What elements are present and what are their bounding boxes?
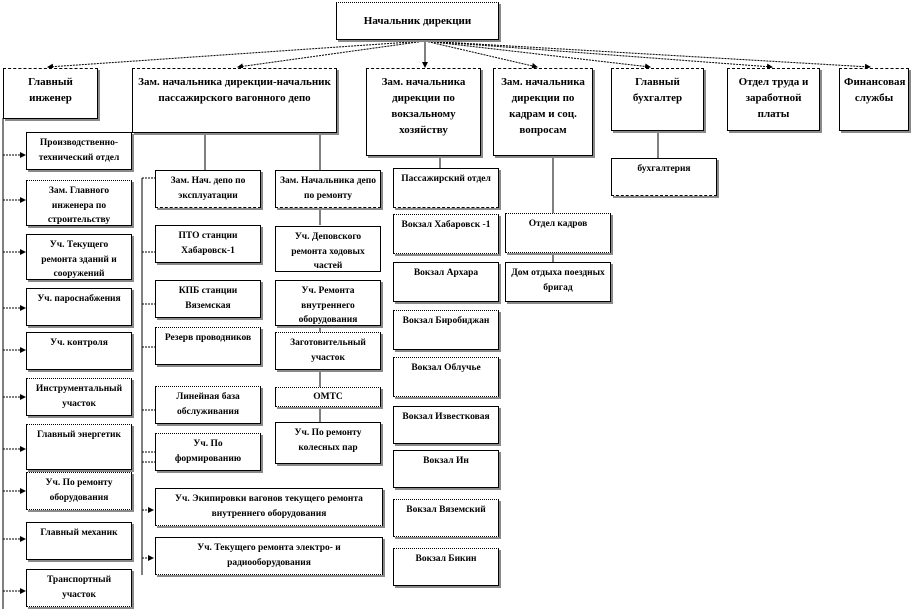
- unit-label: Вокзал Бикин: [415, 554, 477, 564]
- root-box: Начальник дирекции: [336, 2, 499, 40]
- unit-label: Производственно-технический отдел: [38, 138, 120, 163]
- level1-box-labor: Отдел труда и заработной платы: [727, 68, 820, 131]
- level1-label: Зам. начальника дирекции по кадрам и соц…: [501, 76, 585, 136]
- depot-repair-head-box: Зам. Начальника депо по ремонту: [275, 170, 381, 208]
- unit-label: Пассажирский отдел: [401, 174, 491, 184]
- unit-label: ПТО станции Хабаровск-1: [178, 231, 238, 256]
- level1-box-accountant: Главный бухгалтер: [611, 68, 704, 131]
- level1-box-chief-engineer: Главный инженер: [3, 68, 98, 119]
- unit-label: ОМТС: [313, 392, 343, 402]
- depot-ops-head-box: Зам. Нач. депо по эксплуатации: [155, 170, 261, 208]
- connector-root-finance: [424, 40, 871, 70]
- level1-label: Зам. начальника дирекции-начальник пасса…: [138, 76, 331, 104]
- station-box: Вокзал Известковая: [393, 406, 499, 444]
- personnel-box: Отдел кадров: [505, 213, 611, 253]
- accounting-box: бухгалтерия: [611, 158, 717, 196]
- unit-label: Уч. По ремонту оборудования: [45, 478, 113, 503]
- unit-label: Уч. Деповского ремонта ходовых частей: [291, 232, 365, 272]
- level1-box-personnel: Зам. начальника дирекции по кадрам и соц…: [493, 68, 593, 156]
- level1-label: Главный инженер: [28, 76, 73, 104]
- unit-label: Заготовительный участок: [290, 338, 366, 363]
- connector-root-accounting: [424, 40, 651, 70]
- unit-label: Уч. пароснабжения: [37, 294, 121, 304]
- station-box: Вокзал Биробиджан: [393, 310, 499, 350]
- unit-box: Главный механик: [26, 522, 132, 560]
- unit-label: Уч. По формированию: [174, 439, 242, 464]
- unit-box: Линейная база обслуживания: [155, 386, 261, 424]
- unit-label: Вокзал Ин: [423, 456, 469, 466]
- station-box: Пассажирский отдел: [393, 168, 499, 208]
- unit-box: Уч. Деповского ремонта ходовых частей: [275, 226, 381, 272]
- unit-box: Производственно-технический отдел: [26, 132, 132, 170]
- level1-box-finance: Финансовая службы: [839, 68, 909, 131]
- station-box: Вокзал Вяземский: [393, 499, 499, 537]
- station-box: Вокзал Бикин: [393, 548, 499, 586]
- unit-label: Вокзал Облучье: [411, 363, 481, 373]
- station-box: Вокзал Облучье: [393, 357, 499, 397]
- unit-box: КПБ станции Вяземская: [155, 280, 261, 318]
- unit-label: Линейная база обслуживания: [176, 392, 240, 417]
- depot-wide-box: Уч. Экипировки вагонов текущего ремонта …: [155, 488, 383, 526]
- unit-label: Вокзал Архара: [413, 268, 479, 278]
- station-box: Вокзал Ин: [393, 450, 499, 488]
- unit-label: Вокзал Биробиджан: [402, 316, 490, 326]
- station-box: Вокзал Архара: [393, 262, 499, 302]
- unit-label: Главный энергетик: [36, 430, 122, 440]
- unit-label: Уч. Ремонта внутреннего оборудования: [298, 286, 358, 326]
- unit-label: Вокзал Вяземский: [406, 505, 486, 515]
- personnel-box: Дом отдыха поездных бригад: [505, 262, 611, 302]
- connector-root-depot: [237, 40, 426, 70]
- unit-label: Транспортный участок: [46, 575, 112, 600]
- unit-box: Резерв проводников: [155, 327, 261, 365]
- unit-box: Уч. По ремонту колесных пар: [275, 422, 381, 464]
- unit-box: Уч. пароснабжения: [26, 288, 132, 326]
- unit-box: Уч. Ремонта внутреннего оборудования: [275, 280, 381, 326]
- connector-root-labor: [424, 40, 773, 70]
- unit-label: Главный механик: [40, 528, 118, 538]
- level1-label: Главный бухгалтер: [632, 76, 683, 104]
- unit-box: ОМТС: [275, 387, 381, 407]
- unit-label: Уч. Текущего ремонта электро- и радиообо…: [197, 543, 341, 568]
- unit-label: Зам. Главного инженера по строительству: [47, 186, 111, 226]
- level1-box-depot: Зам. начальника дирекции-начальник пасса…: [132, 68, 337, 133]
- depot-wide-box: Уч. Текущего ремонта электро- и радиообо…: [155, 537, 383, 575]
- unit-box: Уч. контроля: [26, 332, 132, 370]
- unit-box: Заготовительный участок: [275, 332, 381, 370]
- level1-label: Зам. начальника дирекции по вокзальному …: [381, 76, 466, 136]
- unit-box: Инструментальный участок: [26, 378, 132, 416]
- level1-label: Отдел труда и заработной платы: [738, 76, 809, 120]
- unit-label: Инструментальный участок: [35, 384, 123, 409]
- root-label: Начальник дирекции: [363, 15, 472, 27]
- unit-box: ПТО станции Хабаровск-1: [155, 225, 261, 263]
- connector-root-personnel: [424, 40, 538, 69]
- level1-box-stations: Зам. начальника дирекции по вокзальному …: [366, 68, 481, 156]
- unit-box: Уч. По формированию: [155, 433, 261, 471]
- unit-label: Уч. контроля: [50, 338, 108, 348]
- unit-label: Отдел кадров: [528, 219, 588, 229]
- unit-box: Транспортный участок: [26, 569, 132, 607]
- unit-label: КПБ станции Вяземская: [178, 286, 238, 311]
- unit-label: Уч. Экипировки вагонов текущего ремонта …: [175, 494, 363, 519]
- unit-label: Вокзал Хабаровск -1: [401, 220, 491, 230]
- unit-label: бухгалтерия: [637, 164, 691, 174]
- connector-root-chief-engineer: [47, 40, 426, 70]
- unit-box: Уч. По ремонту оборудования: [26, 472, 132, 510]
- unit-box: Уч. Текущего ремонта зданий и сооружений: [26, 234, 132, 280]
- unit-label: Резерв проводников: [164, 333, 252, 343]
- station-box: Вокзал Хабаровск -1: [393, 214, 499, 254]
- unit-label: Зам. Нач. депо по эксплуатации: [170, 176, 246, 201]
- unit-label: Дом отдыха поездных бригад: [511, 268, 605, 293]
- level1-label: Финансовая службы: [844, 76, 906, 104]
- unit-label: Уч. Текущего ремонта зданий и сооружений: [41, 240, 117, 280]
- unit-label: Вокзал Известковая: [402, 412, 490, 422]
- unit-box: Главный энергетик: [26, 424, 132, 470]
- unit-label: Уч. По ремонту колесных пар: [294, 428, 362, 453]
- unit-box: Зам. Главного инженера по строительству: [26, 180, 132, 226]
- unit-label: Зам. Начальника депо по ремонту: [280, 176, 376, 201]
